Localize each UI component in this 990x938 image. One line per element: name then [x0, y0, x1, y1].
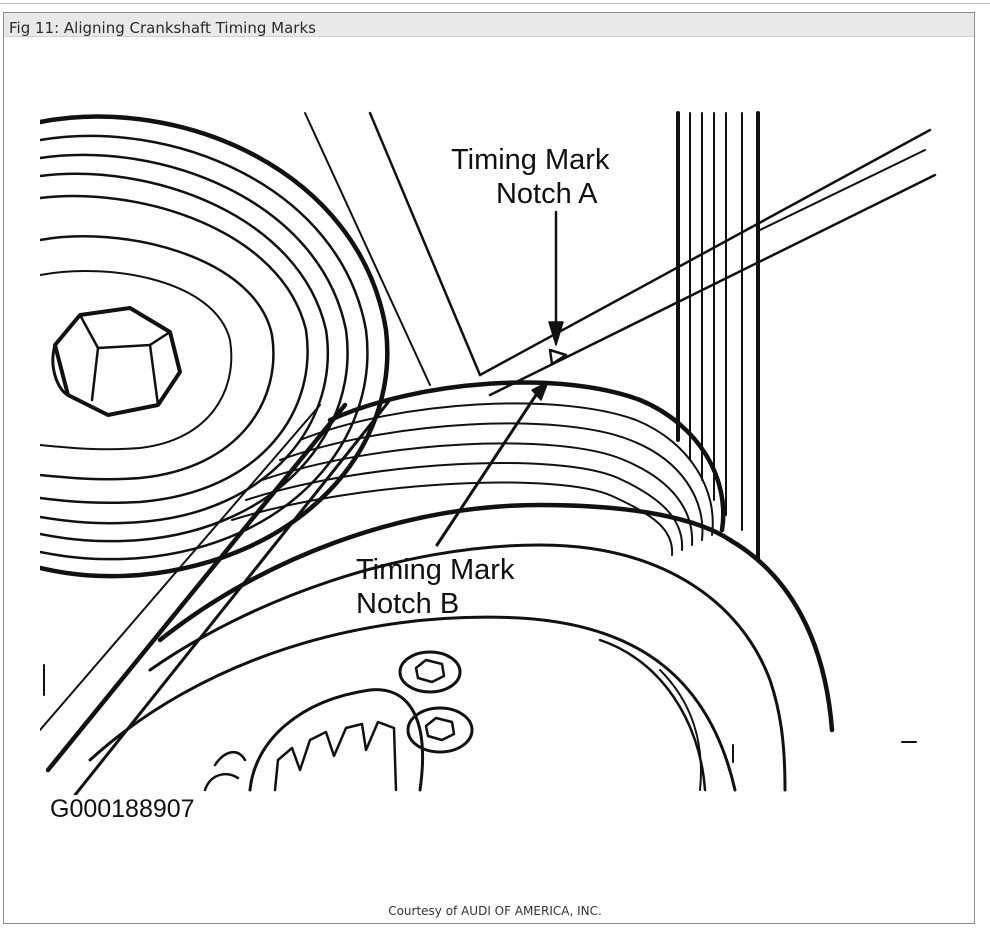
gear-and-bolts — [203, 650, 474, 792]
belt-lines-upper — [304, 111, 937, 397]
upper-pulley — [40, 114, 390, 579]
label-b-line2: Notch B — [356, 588, 460, 620]
label-a-line1: Timing Mark — [451, 144, 610, 176]
belt-lines-lower — [40, 398, 392, 795]
top-rule — [0, 3, 990, 4]
crankshaft-pulley — [88, 380, 835, 792]
title-bar: Fig 11: Aligning Crankshaft Timing Marks — [4, 13, 974, 37]
notch-b-pointer — [435, 381, 549, 547]
vertical-belt — [676, 111, 760, 562]
figure-title: Fig 11: Aligning Crankshaft Timing Marks — [9, 19, 316, 37]
courtesy-credit: Courtesy of AUDI OF AMERICA, INC. — [388, 904, 602, 918]
label-a-line2: Notch A — [495, 178, 598, 210]
label-b-line1: Timing Mark — [356, 554, 515, 586]
notch-a-pointer — [548, 210, 568, 366]
hex-bolt — [51, 306, 182, 417]
timing-mark-notch-b-label: Timing Mark Notch B — [356, 553, 514, 621]
timing-mark-notch-a-label: Timing Mark Notch A — [451, 143, 609, 211]
figure-code: G000188907 — [50, 795, 195, 823]
